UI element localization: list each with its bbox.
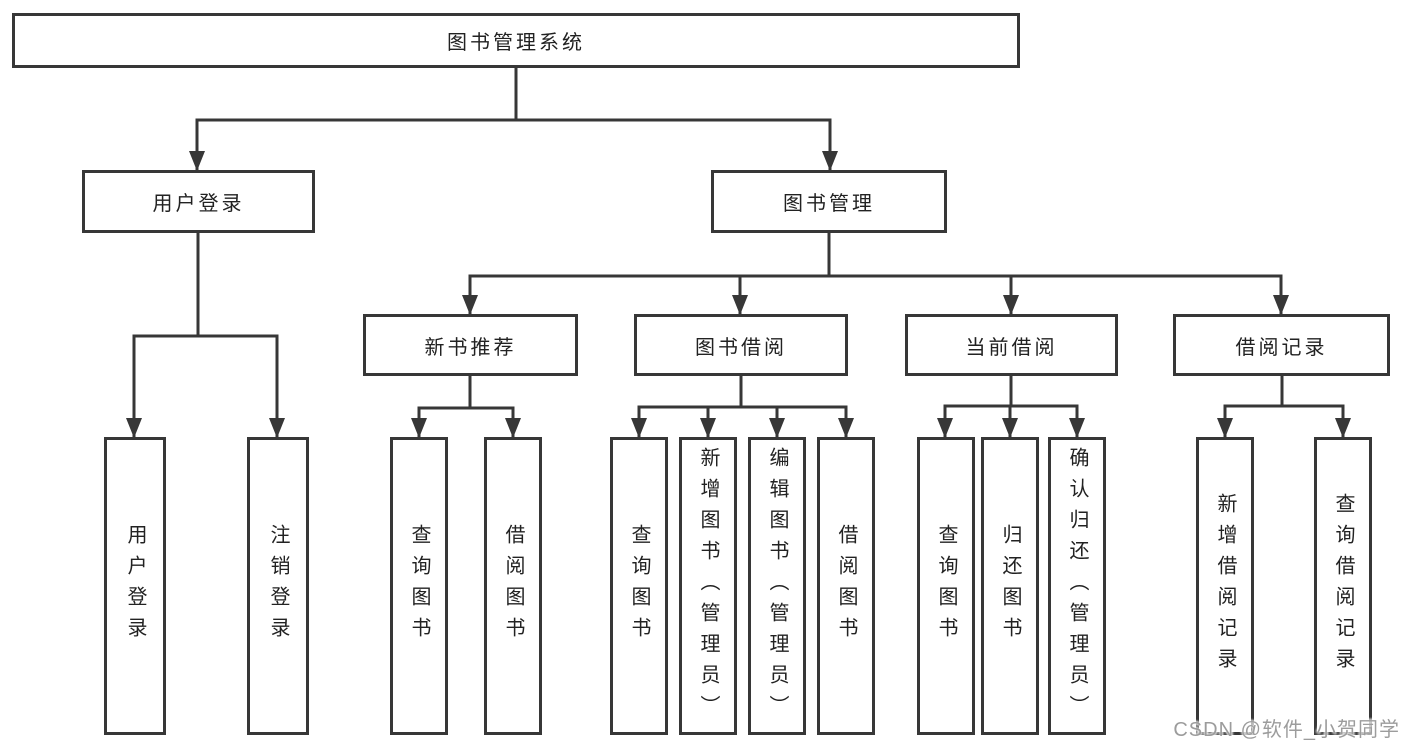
leaf-borrow-book-1-label: 借阅图书 [502, 524, 524, 648]
leaf-add-borrow-record: 新增借阅记录 [1196, 437, 1254, 735]
node-book-borrow: 图书借阅 [634, 314, 848, 376]
node-user-login-label: 用户登录 [152, 193, 245, 215]
leaf-query-borrow-record: 查询借阅记录 [1314, 437, 1372, 735]
node-borrow-record-label: 借阅记录 [1235, 336, 1328, 359]
leaf-query-book-3-label: 查询图书 [935, 524, 957, 648]
leaf-borrow-book-2-label: 借阅图书 [835, 524, 857, 648]
leaf-borrow-book-2: 借阅图书 [817, 437, 875, 735]
csdn-watermark: CSDN @软件_小贺同学 [1173, 719, 1400, 741]
leaf-query-book-1: 查询图书 [390, 437, 448, 735]
leaf-logout: 注销登录 [247, 437, 309, 735]
leaf-query-borrow-record-label: 查询借阅记录 [1332, 493, 1354, 679]
leaf-add-book-admin: 新增图书（管理员） [679, 437, 737, 735]
node-new-book-recommend: 新书推荐 [363, 314, 578, 376]
leaf-return-book-label: 归还图书 [999, 524, 1021, 648]
node-current-borrow-label: 当前借阅 [965, 336, 1058, 359]
node-borrow-record: 借阅记录 [1173, 314, 1390, 376]
node-user-login: 用户登录 [82, 170, 315, 233]
leaf-logout-label: 注销登录 [267, 524, 289, 648]
leaf-borrow-book-1: 借阅图书 [484, 437, 542, 735]
node-new-book-recommend-label: 新书推荐 [424, 336, 517, 359]
leaf-query-book-2-label: 查询图书 [628, 524, 650, 648]
leaf-user-login-label: 用户登录 [124, 524, 146, 648]
leaf-add-book-admin-label: 新增图书（管理员） [697, 446, 719, 726]
node-book-management: 图书管理 [711, 170, 947, 233]
leaf-query-book-3: 查询图书 [917, 437, 975, 735]
leaf-edit-book-admin-label: 编辑图书（管理员） [766, 446, 788, 726]
node-current-borrow: 当前借阅 [905, 314, 1118, 376]
leaf-return-book: 归还图书 [981, 437, 1039, 735]
leaf-edit-book-admin: 编辑图书（管理员） [748, 437, 806, 735]
node-book-management-label: 图书管理 [783, 193, 875, 215]
node-book-borrow-label: 图书借阅 [695, 336, 787, 359]
leaf-add-borrow-record-label: 新增借阅记录 [1214, 493, 1236, 679]
leaf-confirm-return-admin: 确认归还（管理员） [1048, 437, 1106, 735]
node-root: 图书管理系统 [12, 13, 1020, 68]
leaf-user-login: 用户登录 [104, 437, 166, 735]
leaf-query-book-1-label: 查询图书 [408, 524, 430, 648]
leaf-confirm-return-admin-label: 确认归还（管理员） [1066, 446, 1088, 726]
leaf-query-book-2: 查询图书 [610, 437, 668, 735]
node-root-label: 图书管理系统 [447, 32, 585, 54]
